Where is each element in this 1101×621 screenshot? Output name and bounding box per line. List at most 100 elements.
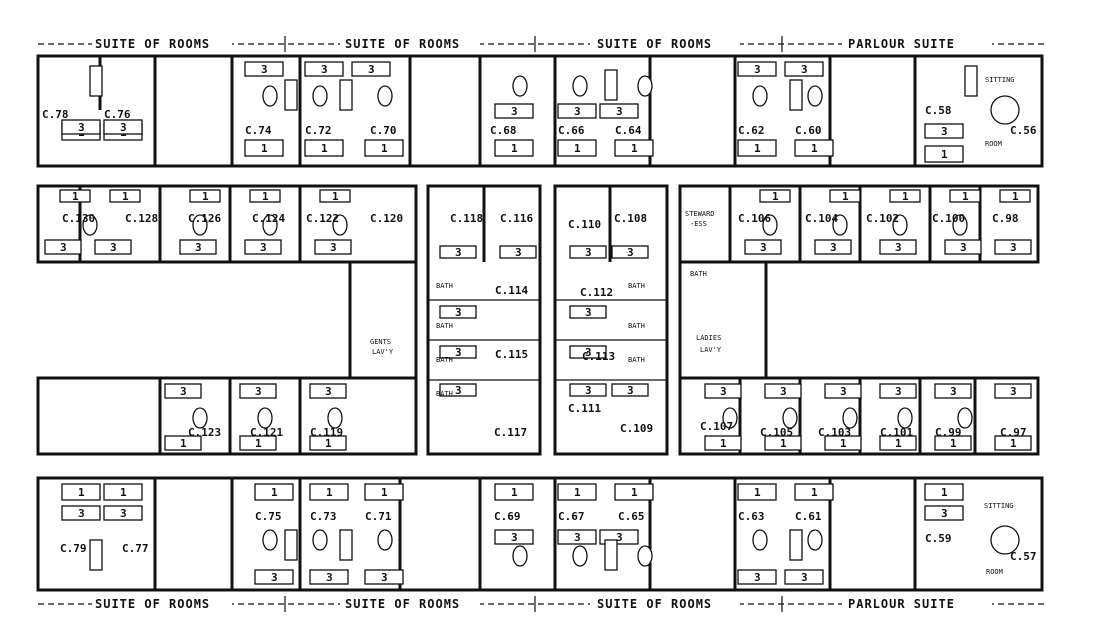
wardrobe-icon — [789, 529, 803, 561]
bed-icon — [109, 189, 141, 203]
cabin-c64: C.64 — [615, 124, 642, 137]
berth-number: 1 — [321, 142, 328, 155]
cabin-c60: C.60 — [795, 124, 822, 137]
bed-icon — [244, 61, 284, 77]
washbasin-icon — [722, 407, 738, 429]
berth-number: 1 — [511, 486, 518, 499]
cabin-c97: C.97 — [1000, 426, 1027, 439]
washbasin-icon — [957, 407, 973, 429]
bed-icon — [934, 383, 972, 399]
cabin-c114: C.114 — [495, 284, 528, 297]
washbasin-icon — [332, 214, 348, 236]
cabin-c58: C.58 — [925, 104, 952, 117]
cabin-c61: C.61 — [795, 510, 822, 523]
bed-icon — [614, 139, 654, 157]
bottom-header-2: SUITE OF ROOMS — [345, 597, 460, 611]
berth-number: 3 — [60, 241, 67, 254]
bottom-header-3: SUITE OF ROOMS — [597, 597, 712, 611]
bed-icon — [704, 383, 742, 399]
gents-lavatory — [348, 260, 418, 380]
bed-icon — [879, 435, 917, 451]
berth-number: 3 — [627, 246, 634, 259]
upper-middle-labels: C.130 C.128 C.126 C.124 C.122 C.120 C.11… — [62, 210, 1019, 231]
berth-number: 3 — [585, 346, 592, 359]
berth-number: 3 — [511, 105, 518, 118]
cabin-c106: C.106 — [738, 212, 771, 225]
bed-icon — [164, 435, 202, 451]
cabin-c108: C.108 — [614, 212, 647, 225]
bed-icon — [189, 189, 221, 203]
bed-icon — [494, 139, 534, 157]
berth-number: 1 — [902, 190, 909, 203]
bed-icon — [999, 189, 1031, 203]
berth-number: 3 — [110, 241, 117, 254]
cabin-c110: C.110 — [568, 218, 601, 231]
bed-icon — [557, 483, 597, 501]
washbasin-icon — [327, 407, 343, 429]
berth-number: 1 — [255, 437, 262, 450]
wardrobe-icon — [789, 79, 803, 111]
cabin-c115: C.115 — [495, 348, 528, 361]
berth-number: 1 — [574, 486, 581, 499]
berth-number: 1 — [120, 486, 127, 499]
bed-icon — [103, 119, 143, 135]
top-header-3: SUITE OF ROOMS — [597, 37, 712, 51]
sitting-bottom: SITTING — [984, 502, 1014, 510]
bed-icon — [994, 383, 1032, 399]
bed-icon — [569, 345, 607, 359]
bed-icon — [314, 239, 352, 255]
berth-number: 1 — [271, 486, 278, 499]
cabin-c130: C.130 — [62, 212, 95, 225]
steward-label-2: -ESS — [690, 220, 707, 228]
top-row-labels: C.78 C.76 C.74 C.72 C.70 C.68 C.66 C.64 … — [42, 76, 1037, 148]
berth-number: 1 — [780, 437, 787, 450]
gents-label: GENTS — [370, 338, 391, 346]
bed-icon — [889, 189, 921, 203]
berth-number: 1 — [631, 142, 638, 155]
bed-icon — [557, 103, 597, 119]
berth-number: 3 — [1010, 385, 1017, 398]
bath-label-2: BATH — [436, 322, 453, 330]
berth-number: 3 — [180, 385, 187, 398]
washbasin-icon — [192, 214, 208, 236]
bed-icon — [439, 345, 477, 359]
bed-icon — [794, 483, 834, 501]
berth-number: 3 — [895, 241, 902, 254]
berth-number: 1 — [941, 148, 948, 161]
cabin-c116: C.116 — [500, 212, 533, 225]
washbasin-icon — [262, 214, 278, 236]
cabin-c104: C.104 — [805, 212, 838, 225]
bed-icon — [784, 569, 824, 585]
wardrobe-icon — [339, 79, 353, 111]
bed-icon — [759, 189, 791, 203]
bed-icon — [569, 245, 607, 259]
berth-number: 3 — [455, 346, 462, 359]
cabin-c118: C.118 — [450, 212, 483, 225]
berth-number: 3 — [585, 384, 592, 397]
table-icon — [990, 525, 1020, 555]
cabin-c126: C.126 — [188, 212, 221, 225]
cabin-c128: C.128 — [125, 212, 158, 225]
cabin-c79: C.79 — [60, 542, 87, 555]
bed-icon — [179, 239, 217, 255]
bed-icon — [737, 61, 777, 77]
washbasin-icon — [262, 85, 278, 107]
berth-number: 3 — [455, 246, 462, 259]
bed-icon — [569, 383, 607, 397]
top-header-bar: SUITE OF ROOMS SUITE OF ROOMS SUITE OF R… — [38, 36, 1045, 52]
cabin-c74: C.74 — [245, 124, 272, 137]
berth-number: 1 — [842, 190, 849, 203]
berth-number: 1 — [631, 486, 638, 499]
berth-number: 3 — [271, 571, 278, 584]
cabin-c101: C.101 — [880, 426, 913, 439]
berth-number: 1 — [962, 190, 969, 203]
bed-icon — [924, 123, 964, 139]
berth-number: 3 — [754, 571, 761, 584]
berth-number: 1 — [811, 142, 818, 155]
berth-number: 3 — [830, 241, 837, 254]
cabin-c121: C.121 — [250, 426, 283, 439]
wardrobe-icon — [284, 529, 298, 561]
bottom-cabin-block — [36, 476, 1044, 592]
bed-icon — [364, 483, 404, 501]
bed-icon — [764, 435, 802, 451]
